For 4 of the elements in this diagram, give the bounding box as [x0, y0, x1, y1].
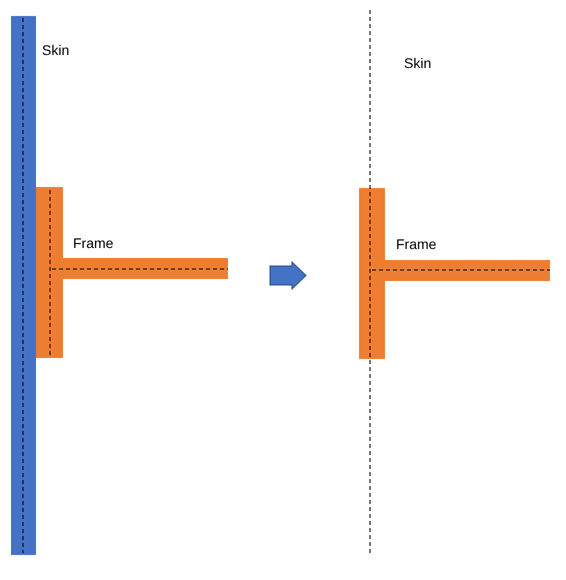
part-label: Frame [396, 236, 436, 252]
part-label: Frame [73, 235, 114, 251]
part-label: Skin [404, 55, 432, 71]
part-label: Skin [42, 42, 70, 58]
